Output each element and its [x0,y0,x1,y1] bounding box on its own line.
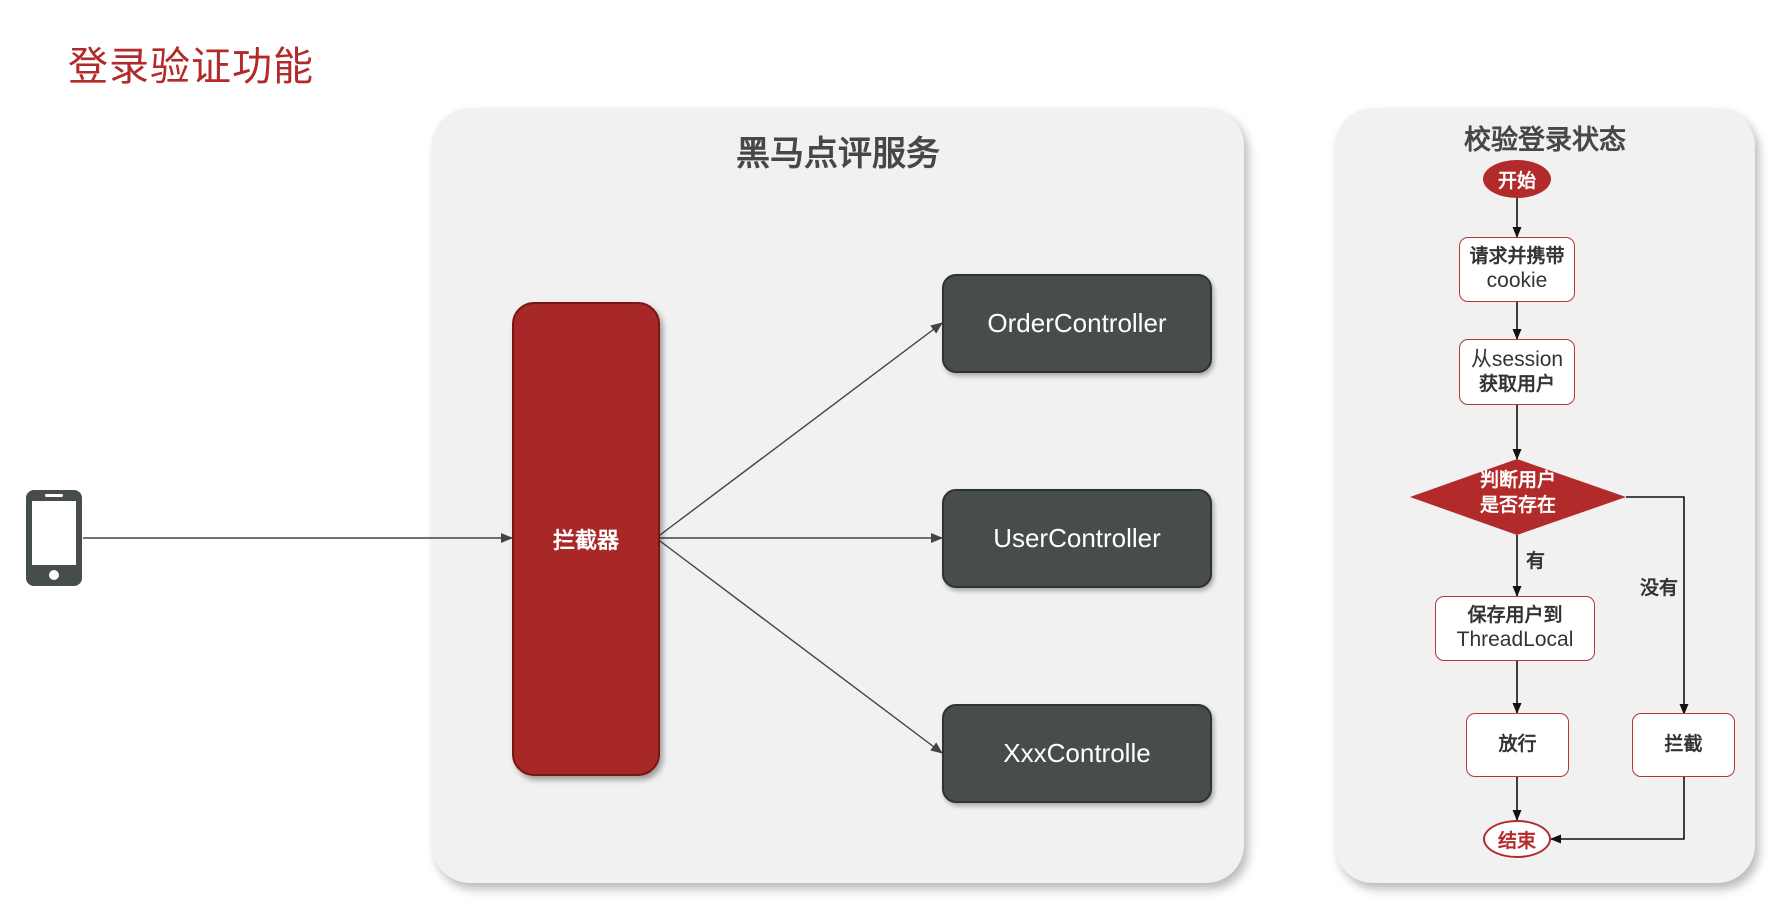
flow-end: 结束 [1483,820,1551,858]
flow-block-label: 拦截 [1664,733,1703,756]
service-panel-title: 黑马点评服务 [736,134,940,174]
flow-save-line1: 保存用户到 [1467,603,1563,626]
arrow-block-to-end [1550,777,1685,844]
phone-icon [25,489,83,587]
arrow-to-order-controller [655,322,943,539]
flow-request-line2: cookie [1486,269,1548,293]
order-controller-label: OrderController [987,308,1167,338]
edge-label-yes: 有 [1526,550,1546,572]
flow-pass-label: 放行 [1498,733,1537,756]
flowchart-panel-title: 校验登录状态 [1464,125,1626,156]
flow-session-line2: 获取用户 [1478,373,1555,396]
interceptor-block: 拦截器 [512,302,660,776]
flow-pass: 放行 [1466,713,1569,777]
flow-decision-label: 判断用户 是否存在 [1410,468,1626,517]
flow-get-user-session: 从session 获取用户 [1459,339,1575,405]
arrow-decision-to-block [1626,496,1689,715]
user-controller-label: UserController [993,523,1161,553]
decision-diamond [1410,459,1626,535]
flow-block: 拦截 [1632,713,1735,777]
flow-save-threadlocal: 保存用户到 ThreadLocal [1435,596,1595,661]
user-controller-block: UserController [942,489,1212,588]
order-controller-block: OrderController [942,274,1212,373]
flow-request-cookie: 请求并携带 cookie [1459,237,1575,302]
xxx-controller-label: XxxControlle [1003,738,1151,768]
flow-session-line1: 从session [1470,348,1564,371]
interceptor-label: 拦截器 [552,529,619,554]
flow-decision-line2: 是否存在 [1479,493,1556,516]
flow-save-line2: ThreadLocal [1456,628,1574,652]
arrow-to-xxx-controller [655,537,943,754]
page-title: 登录验证功能 [68,44,314,90]
flow-request-line1: 请求并携带 [1469,244,1565,267]
flow-start: 开始 [1483,160,1551,198]
edge-label-no: 没有 [1640,577,1679,599]
xxx-controller-block: XxxControlle [942,704,1212,803]
flow-decision-line1: 判断用户 [1479,469,1556,491]
